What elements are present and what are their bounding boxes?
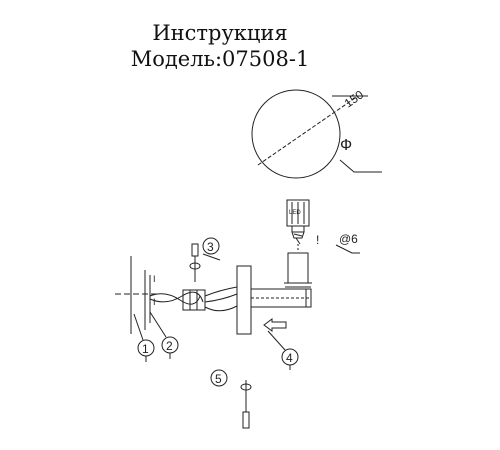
- callout-2: 2: [149, 311, 179, 359]
- hole-size-label: @6: [339, 232, 358, 246]
- assembly-arrow: [263, 318, 287, 332]
- back-plate: [236, 265, 252, 335]
- wire: [149, 293, 201, 305]
- callout-4: 4: [267, 330, 299, 370]
- callout-leader: [133, 313, 144, 341]
- screwdriver-3: [189, 243, 201, 282]
- screwdriver-handle-icon: [191, 243, 199, 257]
- bulb-tip: [295, 237, 301, 245]
- tick-mark: I: [153, 297, 156, 307]
- shade-diameter-line: [257, 95, 359, 166]
- callout-1: 1: [133, 313, 155, 362]
- caution-mark: !: [316, 233, 319, 247]
- callout-number: 4: [286, 351, 293, 365]
- glass-shade: 150 Ф: [251, 87, 382, 179]
- screwdriver-handle-icon: [242, 411, 250, 429]
- page-title: Инструкция: [152, 21, 288, 45]
- callout-number: 1: [142, 342, 149, 356]
- bulb-neck: [291, 225, 305, 233]
- led-bulb: LED: [286, 199, 310, 250]
- screwdriver-5: [240, 380, 252, 429]
- wire: [204, 286, 238, 297]
- model-number: Модель:07508-1: [130, 47, 310, 71]
- wall-mount: I I: [115, 256, 160, 334]
- callout-leader: [267, 330, 286, 351]
- arrow-icon: [263, 318, 287, 332]
- lamp-socket: [287, 252, 309, 284]
- rotation-arrow-icon: [189, 262, 201, 270]
- bulb-thread: [293, 233, 303, 237]
- callout-number: 2: [166, 339, 173, 353]
- callout-leader: [149, 311, 167, 338]
- callout-number: 5: [215, 372, 222, 386]
- hole-leader: [335, 244, 360, 254]
- terminal-block: [182, 289, 206, 311]
- wire: [149, 291, 204, 303]
- shade-circle: [251, 89, 341, 179]
- bulb-mark: LED: [289, 210, 301, 216]
- title-block: Инструкция Модель:07508-1: [0, 20, 440, 72]
- wire: [204, 293, 238, 303]
- bulb-base: [291, 231, 305, 239]
- callout-number: 3: [207, 240, 214, 254]
- diameter-leader: [339, 159, 382, 173]
- wiring: [149, 286, 238, 312]
- bulb-caution: ! @6: [316, 232, 360, 254]
- callout-5: 5: [210, 369, 228, 387]
- callout-circle: [210, 369, 228, 387]
- callout-circle: [202, 237, 220, 255]
- callout-tail: [202, 253, 221, 261]
- tick-mark: I: [153, 274, 156, 284]
- callout-3: 3: [202, 237, 221, 261]
- wire: [204, 305, 238, 312]
- shade-size-label: 150: [342, 87, 367, 110]
- diameter-symbol: Ф: [340, 137, 352, 154]
- wall-plate: [236, 252, 312, 335]
